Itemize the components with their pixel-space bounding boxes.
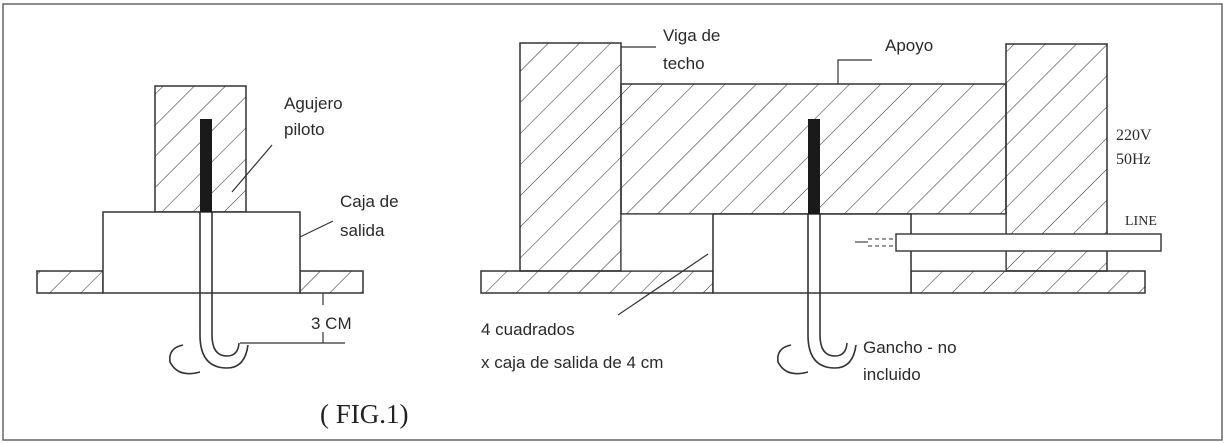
outer-border [2, 3, 1223, 441]
caja-label-2: salida [340, 221, 385, 240]
left-hook-inner [211, 212, 240, 357]
voltage-label: 220V [1116, 127, 1152, 144]
left-hook-tip [168, 344, 201, 375]
figure-caption: ( FIG.1) [320, 399, 409, 429]
agujero-label-1: Agujero [284, 94, 343, 113]
caja-label-1: Caja de [340, 192, 399, 211]
right-outlet-box [712, 213, 912, 294]
ceiling-beam-left [519, 42, 622, 272]
left-hook-outer [199, 212, 249, 369]
viga-label-1: Viga de [663, 26, 720, 45]
viga-label-2: techo [663, 54, 705, 73]
line-cable [895, 233, 1162, 252]
right-detail [480, 42, 1162, 375]
cuadrados-label-2: x caja de salida de 4 cm [481, 353, 663, 372]
cuadrados-leader [617, 253, 709, 316]
right-hook-outer [807, 214, 857, 369]
gancho-label-1: Gancho - no [863, 338, 957, 357]
frequency-label: 50Hz [1116, 151, 1151, 168]
right-ceiling-slab-b [910, 270, 1146, 294]
apoyo-label: Apoyo [885, 36, 933, 55]
left-ceiling-slab-a [36, 270, 104, 294]
gap-left [620, 213, 714, 272]
right-pilot-hole [808, 119, 820, 214]
line-label: LINE [1125, 214, 1157, 229]
right-hook-tip [776, 344, 809, 375]
gancho-label-2: incluido [863, 365, 921, 384]
dimension-label: 3 CM [311, 314, 352, 333]
left-ceiling-slab-b [299, 270, 364, 294]
left-detail [36, 85, 364, 375]
right-hook-inner [819, 214, 848, 357]
left-pilot-hole [200, 119, 212, 212]
ceiling-beam-right [1005, 43, 1108, 272]
apoyo-leader [837, 59, 872, 84]
agujero-label-2: piloto [284, 120, 325, 139]
agujero-leader [231, 144, 273, 193]
left-outlet-box [102, 211, 301, 294]
cuadrados-label-1: 4 cuadrados [481, 320, 575, 339]
caja-leader [299, 220, 334, 238]
